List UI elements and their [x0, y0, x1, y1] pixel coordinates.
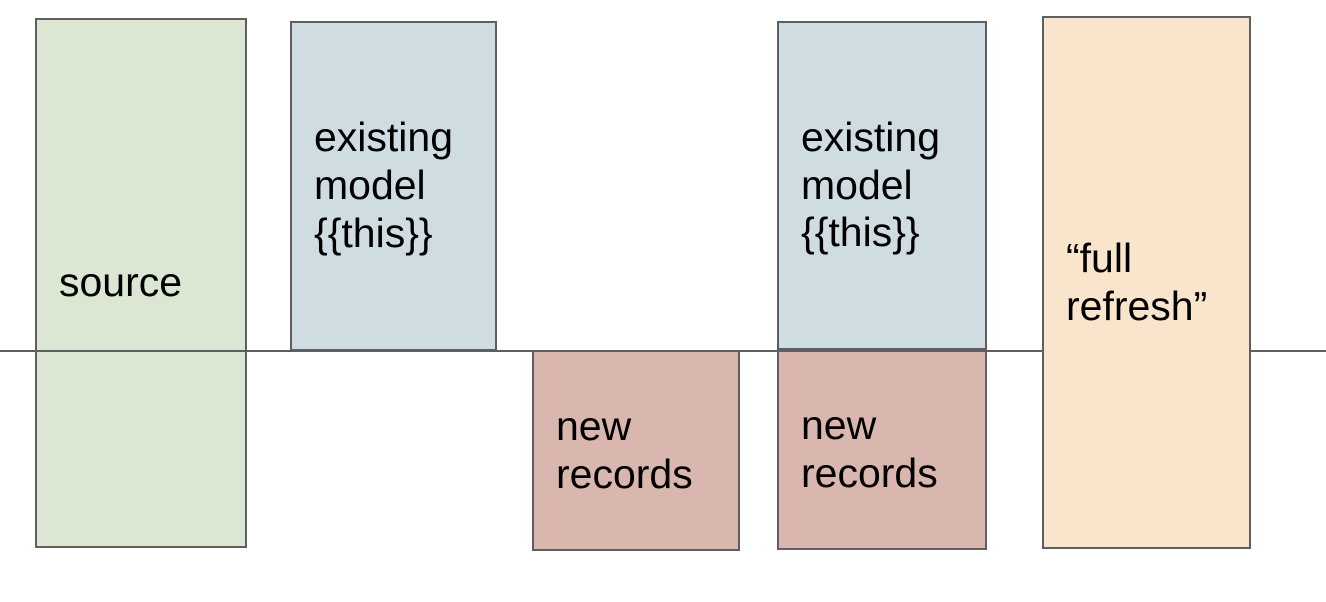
existing-model-label-2: existing model {{this}} [801, 113, 941, 256]
source-box: source [35, 18, 247, 548]
source-label: source [59, 259, 183, 306]
existing-model-label-1: existing model {{this}} [314, 114, 454, 256]
full-refresh-label: “full refresh” [1066, 234, 1208, 329]
new-records-label-2: new records [801, 402, 938, 496]
new-records-box-2: new records [777, 350, 987, 550]
new-records-label-1: new records [556, 402, 693, 497]
new-records-box-1: new records [532, 350, 740, 551]
timeline-divider-line [0, 349, 1326, 352]
existing-model-box-2: existing model {{this}} [777, 21, 987, 350]
full-refresh-box: “full refresh” [1042, 16, 1251, 549]
existing-model-box-1: existing model {{this}} [290, 21, 497, 351]
